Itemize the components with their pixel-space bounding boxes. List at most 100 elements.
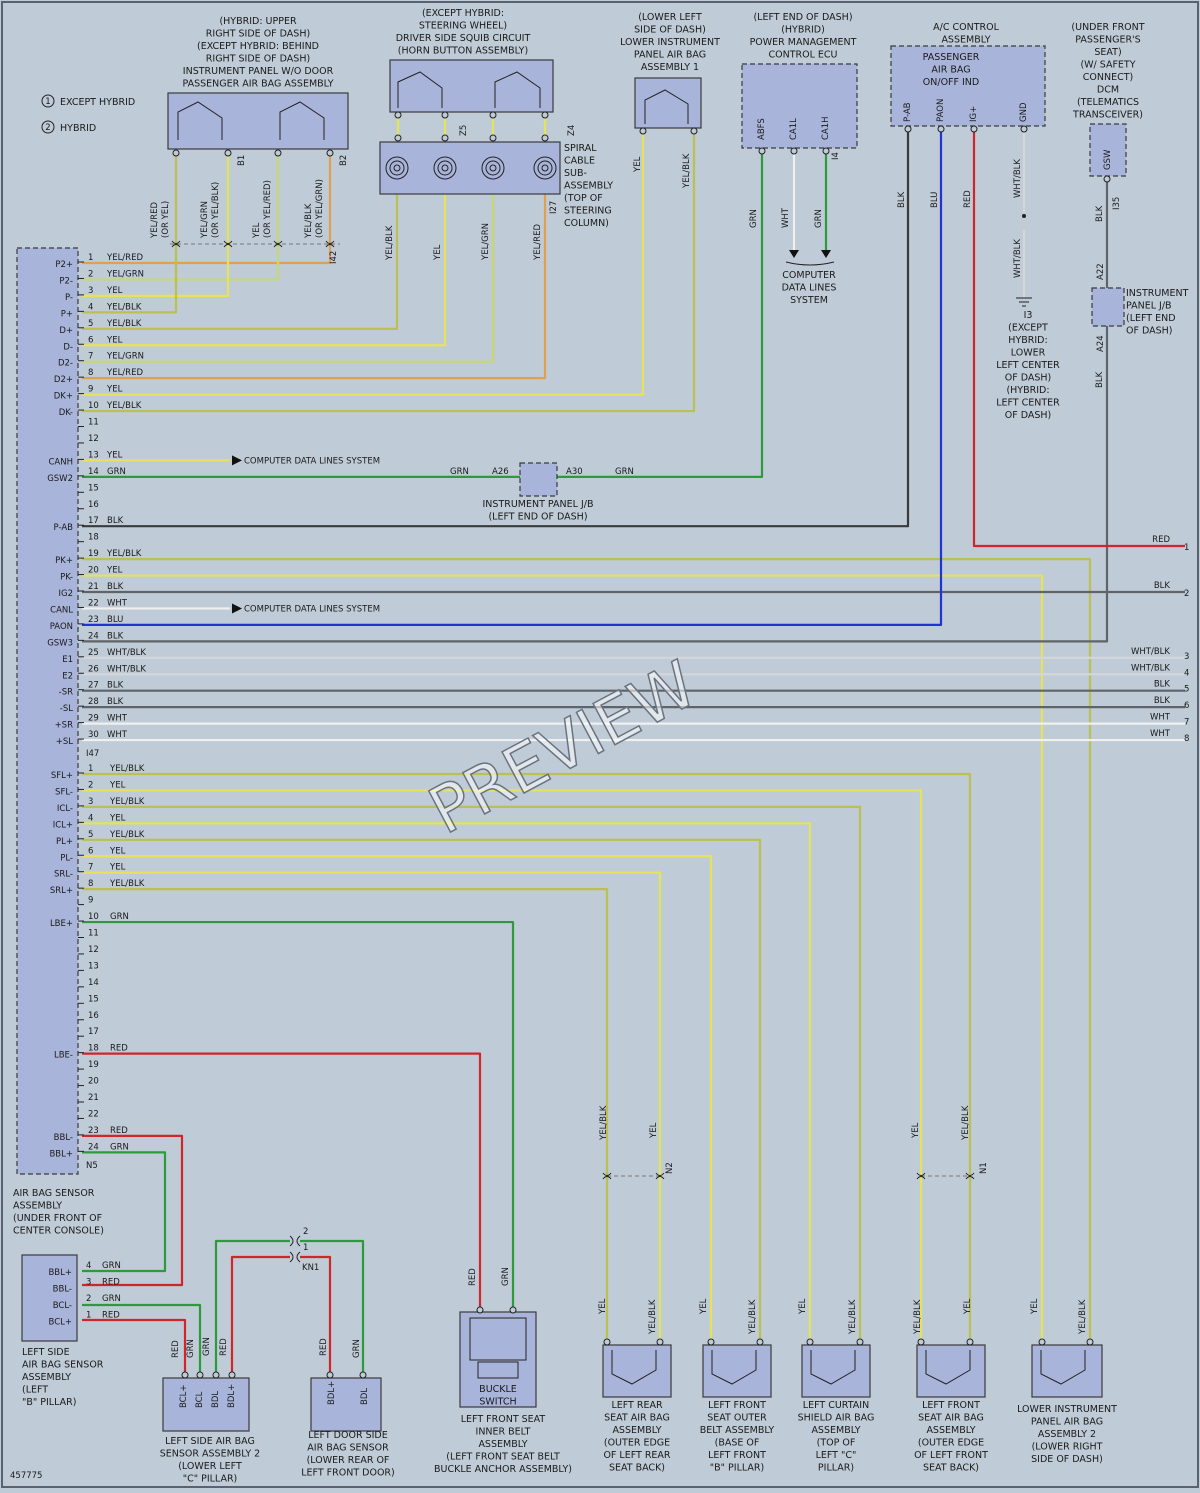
wire-p-ab <box>82 126 910 528</box>
wire-label: YEL <box>633 156 643 173</box>
wire-bdl-plus <box>300 1255 332 1372</box>
wire-pl-minus <box>82 855 713 1340</box>
title-line: LEFT FRONT <box>922 1400 980 1411</box>
pin-terminal <box>758 147 766 155</box>
ecu-pin-number: 15 <box>88 483 99 493</box>
ac-pin-label: P-AB <box>903 102 913 122</box>
pin-terminal <box>690 127 698 135</box>
ecu-pin-number: 1 <box>88 764 93 774</box>
ecu-pin-number: 3 <box>88 286 93 296</box>
ecu-pin-number: 24 <box>88 1142 99 1152</box>
pin-terminal <box>822 147 830 155</box>
title-line: ASSEMBLY <box>811 1425 860 1436</box>
ecu-pin-signal: D+ <box>59 326 73 336</box>
ecu-pin-number: 10 <box>88 912 99 922</box>
title-line: LOWER INSTRUMENT <box>620 37 720 48</box>
connector-a24: A24 <box>1096 335 1106 352</box>
pin-terminal <box>489 134 497 142</box>
ecu-pin-signal: DK- <box>59 408 73 418</box>
pin-terminal <box>489 111 497 119</box>
ecu-pin-number: 22 <box>88 1109 99 1119</box>
pin-terminal <box>394 134 402 142</box>
title-line: TRANSCEIVER) <box>1072 110 1143 121</box>
connector-symbol <box>602 1176 612 1180</box>
wire-label: YEL <box>699 1298 709 1315</box>
pin-terminal <box>541 111 549 119</box>
wire-label: GRN <box>352 1339 362 1358</box>
legend-text-2: HYBRID <box>60 123 96 134</box>
pin-terminal <box>756 1338 764 1346</box>
title-line: (LOWER LEFT <box>178 1461 242 1472</box>
ecu-wire-color: YEL/BLK <box>109 830 145 840</box>
wire-label: WHT <box>781 207 791 228</box>
connector-symbol <box>223 244 233 248</box>
pin-terminal <box>359 1371 367 1379</box>
wire-bdl <box>300 1239 365 1372</box>
title-line: (TELEMATICS <box>1077 97 1139 108</box>
connector-kn1-symbol <box>289 1235 301 1263</box>
seat-outer-belt-box <box>702 1344 772 1398</box>
wire-pk-plus <box>82 557 1092 1340</box>
ecu-pin-number: 19 <box>88 1060 99 1070</box>
ecu-wire-color: YEL/GRN <box>106 269 144 279</box>
pin-terminal <box>1038 1338 1046 1346</box>
ecu-pin-signal: D2+ <box>54 375 73 385</box>
wire-paon <box>82 126 943 627</box>
wire-label: GRN <box>615 467 634 477</box>
connector-i4: I4 <box>831 152 841 160</box>
legend-circle-2 <box>41 120 55 134</box>
pm-pin-label: CA1L <box>789 118 799 140</box>
title-line: (LEFT <box>22 1385 48 1396</box>
wire-label: RED <box>219 1338 229 1356</box>
ecu-pin-number: 6 <box>88 846 93 856</box>
ecu-pin-signal: PL- <box>60 853 73 863</box>
title-line: LEFT DOOR SIDE <box>308 1430 387 1441</box>
wire-label: YEL <box>433 244 443 261</box>
wire-steering-squib <box>82 180 495 363</box>
instrument-jb-mid-title: INSTRUMENT PANEL J/B(LEFT END OF DASH) <box>483 499 594 523</box>
ecu-pin-number: 10 <box>88 401 99 411</box>
title-line: ASSEMBLY <box>941 35 990 46</box>
knee-airbag-1-box <box>634 77 702 129</box>
arrow-icon <box>232 455 242 466</box>
title-line: ASSEMBLY <box>612 1425 661 1436</box>
connector-i47: I47 <box>86 749 99 759</box>
wires-layer <box>82 112 1185 1372</box>
title-line: HYBRID: <box>1008 335 1047 346</box>
wire-label: GRN <box>501 1267 511 1286</box>
ecu-pin-number: 6 <box>88 335 93 345</box>
door-pin-label: BDL <box>360 1388 370 1405</box>
ecu-pin-signal: P+ <box>61 309 73 319</box>
spiral-coil <box>433 156 457 180</box>
squib-symbol <box>279 101 325 140</box>
wire-label: RED <box>171 1340 181 1358</box>
title-line: RIGHT SIDE OF DASH) <box>206 29 310 40</box>
title-line: LEFT FRONT DOOR) <box>301 1468 394 1479</box>
ecu-pin-signal: SFL- <box>55 787 73 797</box>
title-line: SEAT BACK) <box>923 1463 979 1474</box>
sensor-wire-color: GRN <box>102 1294 121 1304</box>
ecu-wire-color: YEL/BLK <box>109 764 145 774</box>
wire-label: (OR YEL) <box>161 201 171 238</box>
ecu-wire-color: YEL <box>106 286 123 296</box>
spiral-coil <box>393 164 401 172</box>
instrument-jb-right-box <box>1091 287 1125 327</box>
pin-terminal <box>707 1338 715 1346</box>
pin-terminal <box>904 125 912 133</box>
wire-steering-squib <box>82 180 399 330</box>
pin-terminal <box>228 1371 236 1379</box>
spiral-cable-box <box>379 141 561 195</box>
pin-terminal <box>966 1338 974 1346</box>
ecu-pin-number: 5 <box>88 830 93 840</box>
title-line: LEFT CURTAIN <box>803 1400 869 1411</box>
